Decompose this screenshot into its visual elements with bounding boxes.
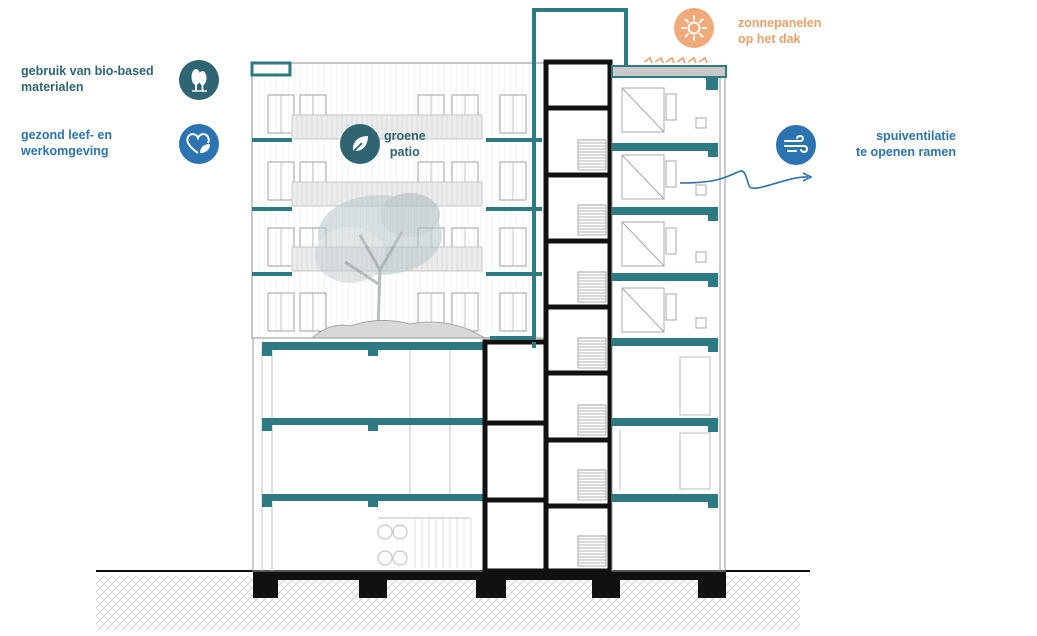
ground-hatch	[96, 576, 800, 630]
label-patio-line2: patio	[389, 145, 420, 159]
lower-volume	[252, 337, 486, 572]
stair-flight	[577, 204, 607, 236]
roof-right	[611, 56, 727, 78]
chair	[695, 251, 707, 263]
room-cabinet	[679, 356, 711, 416]
beam	[262, 350, 272, 356]
stair-flight	[577, 404, 607, 436]
patio-gravel	[310, 320, 486, 339]
beam	[368, 425, 378, 431]
floor-slab	[612, 273, 718, 281]
label-healthy-line1: gezond leef- en	[21, 128, 112, 142]
room-cabinet	[679, 432, 711, 490]
foundation	[253, 571, 726, 598]
beam	[708, 426, 718, 432]
tree-icon	[179, 60, 219, 100]
floor-slab	[612, 418, 718, 426]
floor-slab-right	[486, 207, 542, 211]
right-wing	[611, 75, 726, 572]
ground	[96, 570, 810, 630]
wind-icon	[776, 125, 816, 165]
bathroom-fixture	[665, 93, 677, 121]
bathroom-diagonal	[621, 221, 665, 267]
bathroom	[621, 221, 665, 267]
floor-slab-right	[486, 138, 542, 142]
bathroom-fixture	[665, 227, 677, 255]
airflow-arrow	[679, 170, 809, 189]
label-solar: zonnepanelen op het dak	[738, 15, 821, 47]
stair-flight	[577, 337, 607, 369]
floor-slab-left	[252, 207, 292, 211]
label-ventilation-line1: spuiventilatie	[876, 129, 956, 143]
bathroom	[621, 154, 665, 200]
label-ventilation: spuiventilatie te openen ramen	[856, 128, 956, 160]
beam	[708, 502, 718, 508]
floor-slab-right	[486, 272, 542, 276]
bathroom-diagonal	[621, 287, 665, 333]
floor-slab	[612, 207, 718, 215]
bathroom-diagonal	[621, 154, 665, 200]
beam	[368, 501, 378, 507]
chair	[695, 117, 707, 129]
stair-flight	[577, 469, 607, 501]
bathroom-diagonal	[621, 87, 665, 133]
beam	[708, 281, 718, 287]
chair	[695, 317, 707, 329]
label-solar-line2: op het dak	[738, 32, 801, 46]
bathroom-fixture	[665, 293, 677, 321]
bathroom-fixture	[665, 160, 677, 188]
floor-slab	[612, 494, 718, 502]
solar-panels	[643, 56, 708, 64]
stair-flight	[577, 271, 607, 303]
bathroom	[621, 287, 665, 333]
label-biobased-line2: materialen	[21, 80, 84, 94]
stair-flight	[577, 535, 607, 567]
label-patio-line1: groene	[384, 129, 426, 143]
patio-tree	[315, 193, 442, 331]
label-ventilation-line2: te openen ramen	[855, 145, 956, 159]
label-healthy: gezond leef- en werkomgeving	[21, 127, 112, 159]
beam	[708, 215, 718, 221]
beam	[708, 346, 718, 352]
beam	[708, 151, 718, 157]
roof-edge-left	[250, 61, 292, 77]
ventilation-shaft	[490, 8, 628, 348]
floor-slab	[262, 418, 486, 425]
beam	[262, 425, 272, 431]
label-biobased: gebruik van bio-based materialen	[21, 63, 154, 95]
floor-slab	[612, 338, 718, 346]
beam	[706, 78, 718, 90]
beam	[262, 501, 272, 507]
airflow-arrowhead	[802, 172, 813, 182]
floor-slab	[262, 494, 486, 501]
floor-slab	[262, 342, 486, 350]
label-patio: groene patio	[384, 128, 426, 160]
stair-flight	[577, 139, 607, 171]
label-healthy-line2: werkomgeving	[21, 144, 109, 158]
floor-slab-left	[252, 272, 292, 276]
bicycle-storage	[377, 517, 472, 568]
sun-icon	[674, 8, 714, 48]
label-biobased-line1: gebruik van bio-based	[21, 64, 154, 78]
bathroom	[621, 87, 665, 133]
floor-slab-left	[252, 138, 292, 142]
heart-leaf-icon	[179, 124, 219, 164]
stair-core	[482, 59, 613, 574]
chair	[695, 184, 707, 196]
label-solar-line1: zonnepanelen	[738, 16, 822, 30]
floor-slab	[612, 143, 718, 151]
beam	[368, 350, 378, 356]
leaf-icon	[340, 124, 380, 164]
